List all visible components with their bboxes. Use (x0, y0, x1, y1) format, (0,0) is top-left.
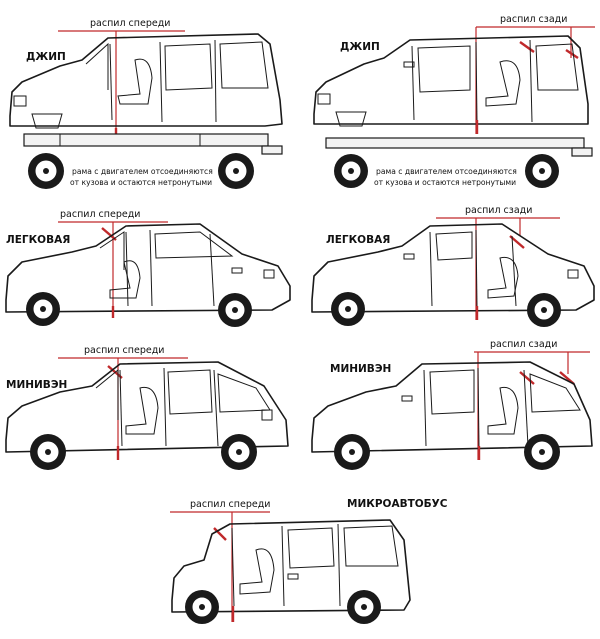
wheel-rear (524, 434, 560, 470)
type-label-jeep-rear: ДЖИП (340, 41, 380, 53)
car-body-sedan (5, 223, 291, 318)
wheel-rear (218, 293, 252, 327)
frame-chassis-jeep (325, 137, 593, 157)
car-body-jeep (9, 33, 283, 136)
type-label-minivan-rear: МИНИВЭН (330, 363, 391, 375)
cut-label-rear: распил сзади (500, 14, 567, 25)
type-label-minivan-front: МИНИВЭН (6, 379, 67, 391)
panel-jeep-front: ДЖИП распил спереди (9, 18, 283, 189)
wheel-rear (218, 153, 254, 189)
cut-label-front: распил спереди (84, 345, 164, 356)
panel-jeep-rear: ДЖИП распил сзади (313, 14, 595, 188)
cut-label-front: распил спереди (190, 499, 270, 510)
frame-note-line-2: от кузова и остаются нетронутыми (374, 178, 516, 187)
wheel-front (185, 590, 219, 624)
wheel-rear (527, 293, 561, 327)
wheel-front (26, 292, 60, 326)
panel-minivan-front: МИНИВЭН распил спереди (5, 345, 289, 470)
panel-sedan-rear: ЛЕГКОВАЯ распил сзади (311, 205, 595, 327)
cut-label-group: распил сзади (475, 14, 595, 134)
car-body-jeep (313, 35, 589, 134)
type-label-sedan-front: ЛЕГКОВАЯ (6, 234, 70, 246)
frame-note-line-2: от кузова и остаются нетронутыми (70, 178, 212, 187)
type-label-microbus: МИКРОАВТОБУС (347, 498, 448, 510)
type-label-sedan-rear: ЛЕГКОВАЯ (326, 234, 390, 246)
frame-chassis-jeep (23, 133, 283, 155)
wheel-front (28, 153, 64, 189)
wheel-front (30, 434, 66, 470)
cut-label-front: распил спереди (60, 209, 140, 220)
wheel-front (334, 154, 368, 188)
wheel-rear (347, 590, 381, 624)
frame-note-line-1: рама с двигателем отсоединяются (72, 167, 213, 176)
car-body-sedan (311, 223, 595, 320)
cut-label-rear: распил сзади (490, 339, 557, 350)
cut-label-front: распил спереди (90, 18, 170, 29)
panel-minivan-rear: МИНИВЭН распил сзади (311, 339, 593, 470)
wheel-rear (221, 434, 257, 470)
panel-sedan-front: ЛЕГКОВАЯ распил спереди (5, 209, 291, 327)
cut-label-group: распил спереди (58, 209, 168, 318)
cut-label-group: распил спереди (170, 499, 270, 622)
cut-label-rear: распил сзади (465, 205, 532, 216)
type-label-jeep-front: ДЖИП (26, 51, 66, 63)
wheel-front (331, 292, 365, 326)
panel-microbus-front: МИКРОАВТОБУС распил спереди (170, 498, 448, 624)
wheel-rear (525, 154, 559, 188)
wheel-front (334, 434, 370, 470)
cut-label-group: распил спереди (58, 18, 185, 140)
frame-note-line-1: рама с двигателем отсоединяются (376, 167, 517, 176)
